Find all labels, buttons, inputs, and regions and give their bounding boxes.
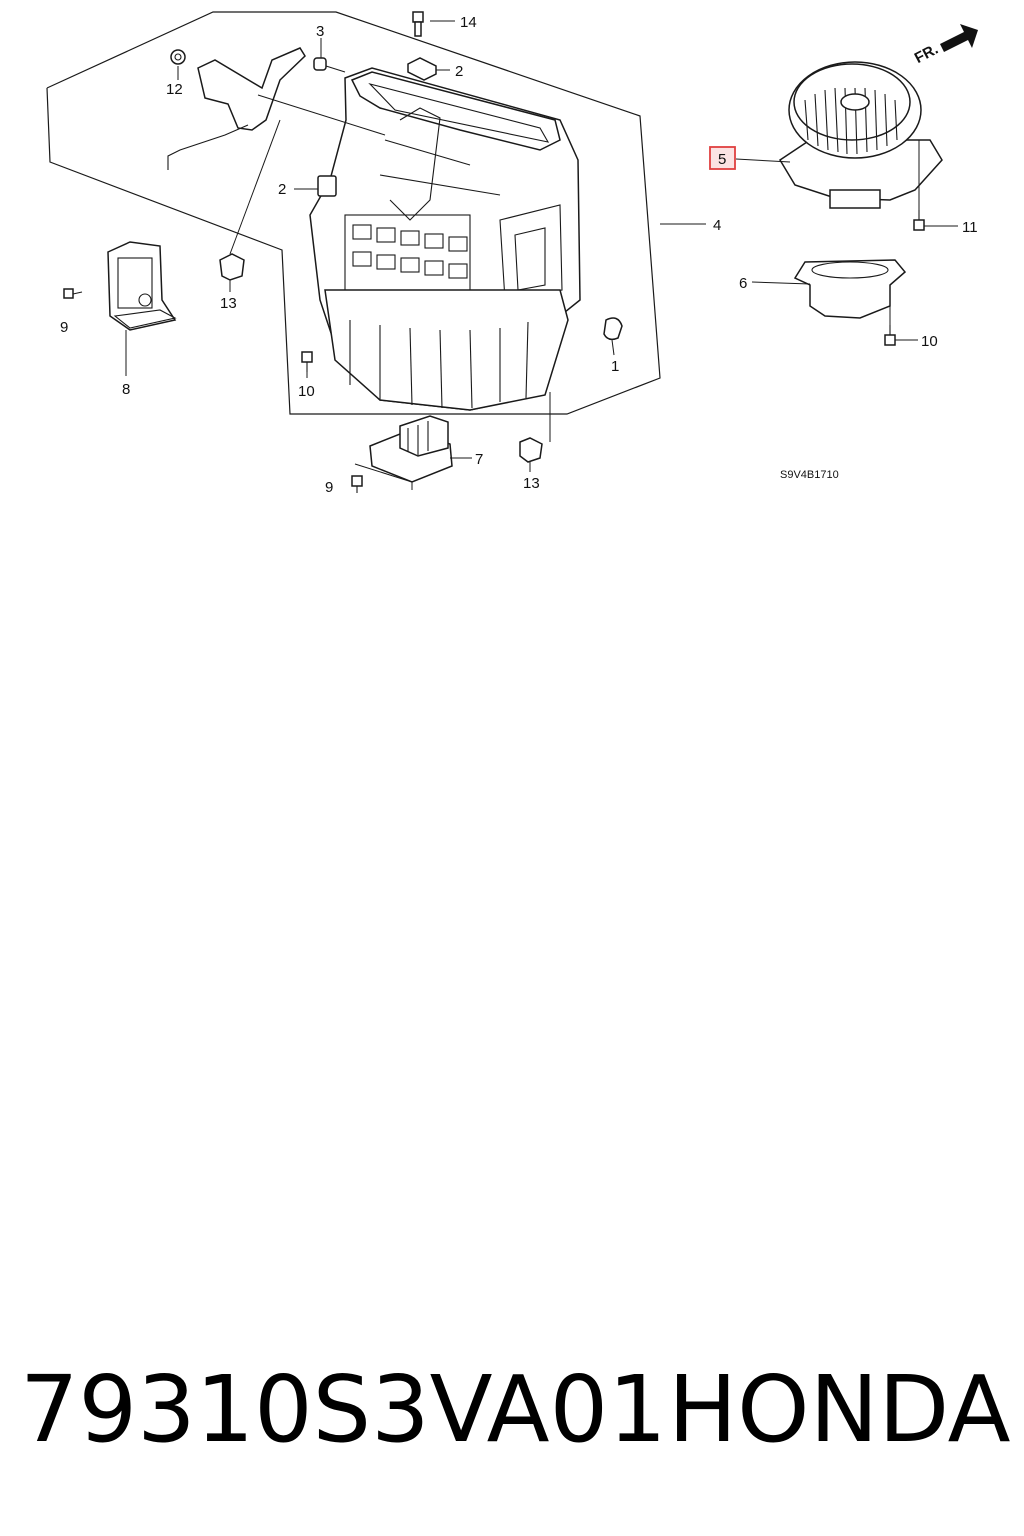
callout-3: 3 bbox=[316, 23, 324, 40]
blower-motor-5 bbox=[778, 61, 943, 209]
clip-2-left bbox=[317, 175, 337, 197]
callout-12: 12 bbox=[166, 81, 183, 98]
leader-lines bbox=[125, 20, 958, 490]
callout-8: 8 bbox=[122, 381, 130, 398]
clip-1 bbox=[603, 317, 623, 341]
callout-13-bottom: 13 bbox=[523, 475, 540, 492]
screw-9-bottom bbox=[351, 475, 363, 493]
parts-diagram: FR. 1 2 2 3 4 5 6 7 8 9 9 10 10 11 12 13… bbox=[46, 11, 978, 496]
callout-13-left: 13 bbox=[220, 295, 237, 312]
diagram-code: S9V4B1710 bbox=[780, 469, 839, 481]
callout-7: 7 bbox=[475, 451, 483, 468]
screw-9-left bbox=[63, 288, 83, 299]
fastener-3 bbox=[313, 57, 346, 73]
callout-10-right: 10 bbox=[921, 333, 938, 350]
grommet-13-left bbox=[219, 253, 245, 281]
callout-10-left: 10 bbox=[298, 383, 315, 400]
brand-name: HONDA bbox=[668, 1356, 1011, 1463]
footer: 79310S3VA01 HONDA bbox=[0, 1355, 1024, 1465]
part-number: 79310S3VA01 bbox=[20, 1356, 667, 1463]
fastener-12 bbox=[170, 49, 186, 65]
actuator-8 bbox=[107, 241, 177, 331]
grommet-13-bottom bbox=[519, 437, 543, 463]
control-lever bbox=[167, 47, 386, 170]
assembly-frame bbox=[46, 11, 661, 415]
resistor-7 bbox=[369, 415, 453, 483]
screw-11 bbox=[913, 210, 925, 231]
callout-1: 1 bbox=[611, 358, 619, 375]
callout-5-highlight bbox=[709, 146, 736, 170]
screw-10-right bbox=[884, 325, 896, 346]
callout-6: 6 bbox=[739, 275, 747, 292]
callout-9-left: 9 bbox=[60, 319, 68, 336]
callout-5: 5 bbox=[718, 151, 726, 168]
heater-unit-housing bbox=[309, 67, 581, 411]
callout-4: 4 bbox=[713, 217, 721, 234]
callout-2-left: 2 bbox=[278, 181, 286, 198]
motor-case-6 bbox=[793, 259, 907, 319]
callout-labels: 1 2 2 3 4 5 6 7 8 9 9 10 10 11 12 13 13 … bbox=[60, 14, 978, 496]
callout-14: 14 bbox=[460, 14, 477, 31]
front-direction-indicator: FR. bbox=[912, 24, 978, 67]
fastener-14 bbox=[412, 11, 424, 37]
front-direction-label: FR. bbox=[912, 41, 941, 67]
clip-2-top bbox=[407, 57, 437, 81]
callout-2-top: 2 bbox=[455, 63, 463, 80]
callout-9-bottom: 9 bbox=[325, 479, 333, 496]
callout-11: 11 bbox=[962, 219, 978, 236]
screw-10-left bbox=[301, 351, 313, 372]
front-arrow-icon bbox=[940, 24, 978, 52]
